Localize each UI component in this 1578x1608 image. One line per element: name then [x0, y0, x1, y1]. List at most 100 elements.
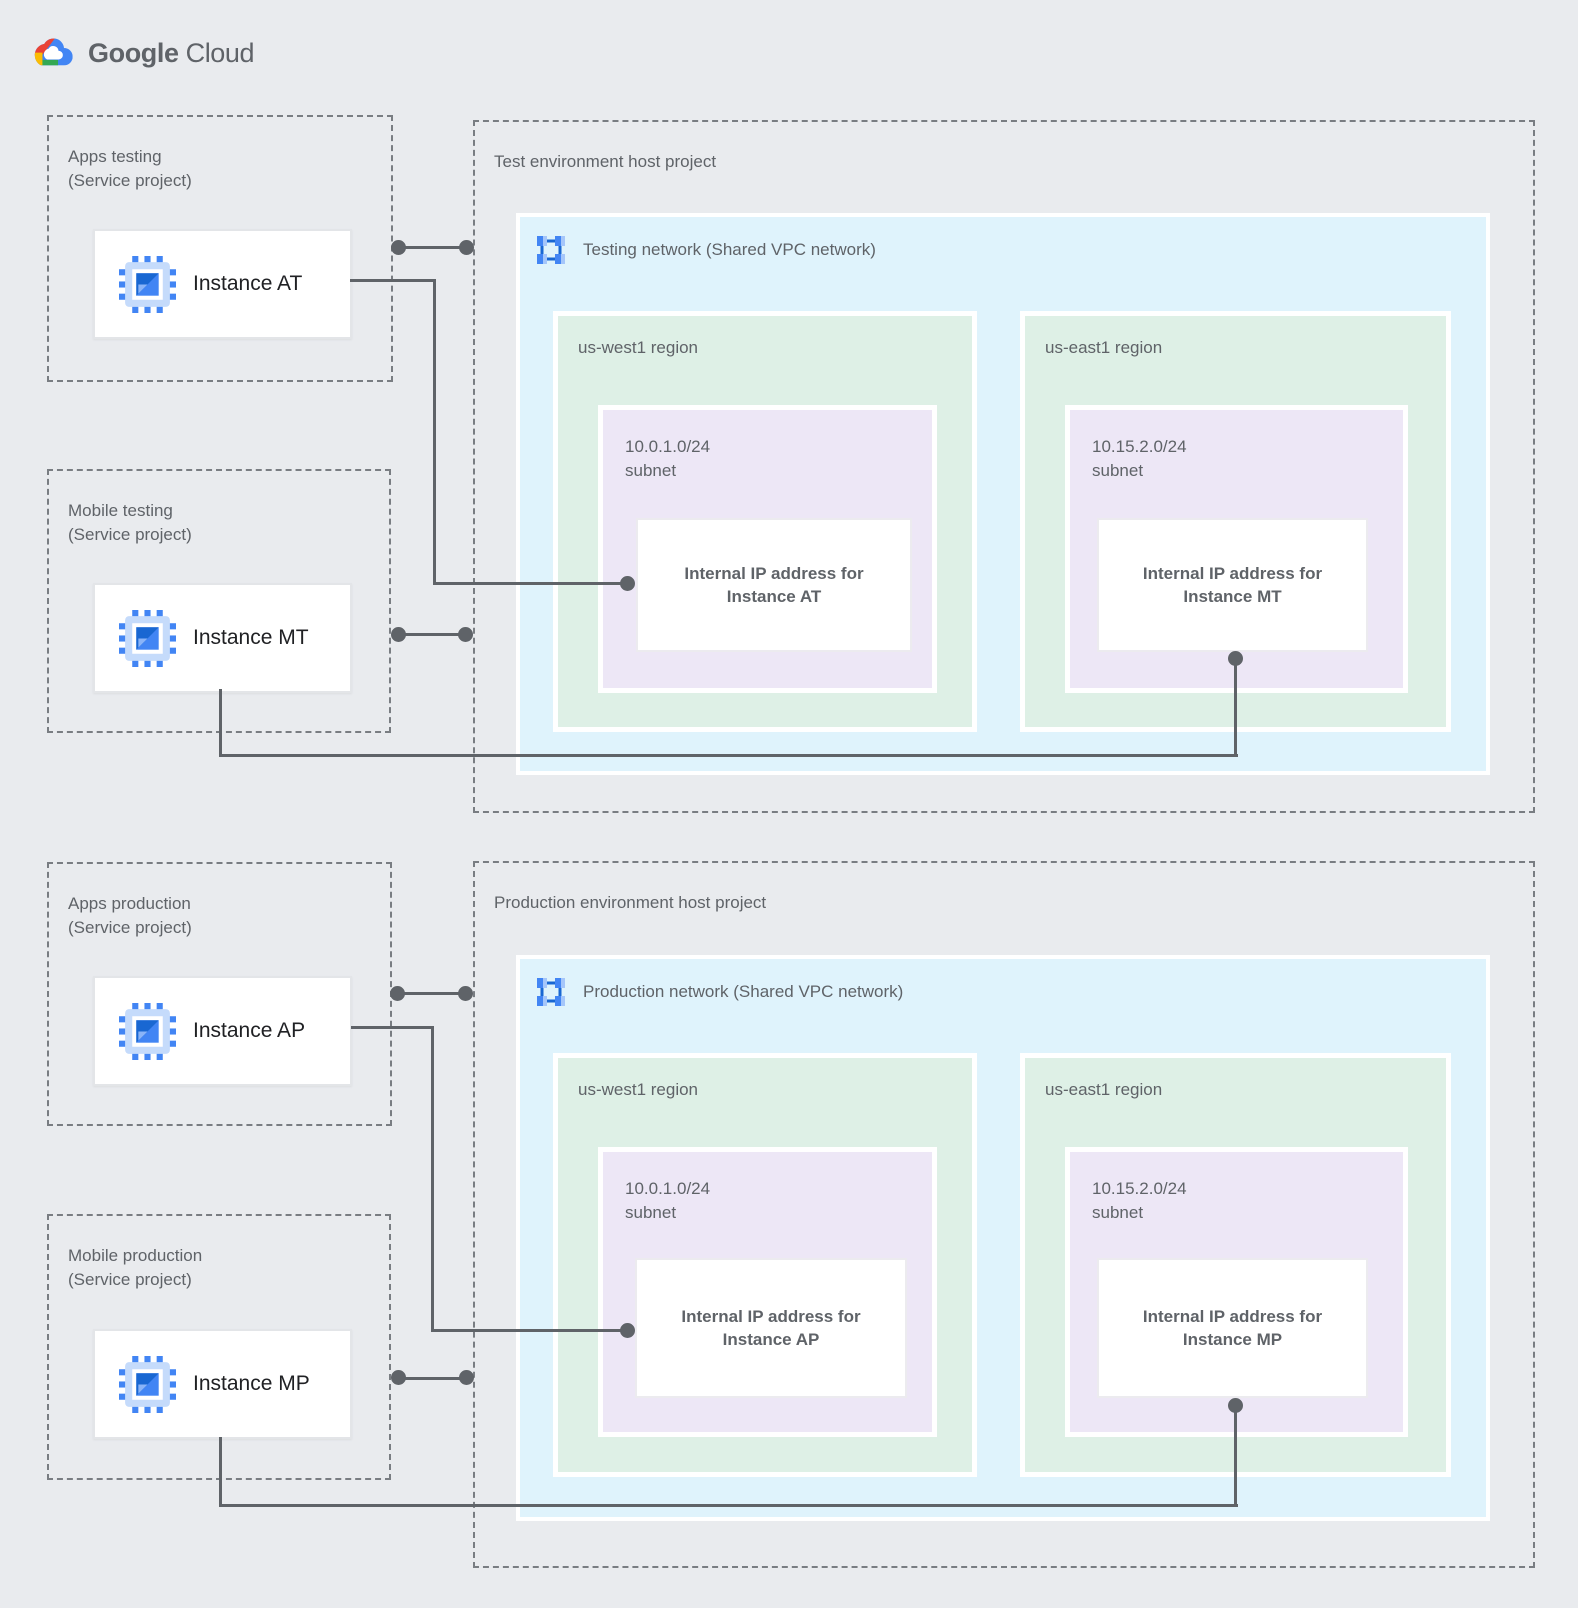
logo-word-google: Google	[88, 38, 179, 68]
connector-dot	[391, 627, 406, 642]
project-subtitle: (Service project)	[68, 918, 192, 937]
ip-card-line1: Internal IP address for	[1142, 1307, 1323, 1326]
service-project-box-mobile-testing: Mobile testing (Service project) Instanc…	[47, 469, 391, 733]
google-cloud-logo-icon	[34, 38, 73, 66]
network-title: Production network (Shared VPC network)	[583, 982, 904, 1001]
region-label: us-east1 region	[1045, 338, 1163, 357]
compute-engine-icon	[119, 609, 176, 667]
internal-ip-card-at: Internal IP address for Instance AT	[636, 518, 912, 652]
ip-card-line1: Internal IP address for	[684, 564, 864, 583]
subnet-word: subnet	[625, 461, 677, 480]
host-project-title: Test environment host project	[494, 152, 717, 171]
project-subtitle: (Service project)	[68, 525, 192, 544]
connector-at-to-ip	[433, 582, 628, 585]
project-subtitle: (Service project)	[68, 171, 192, 190]
region-label: us-west1 region	[578, 1080, 699, 1099]
project-subtitle: (Service project)	[68, 1270, 192, 1289]
connector-link-apps-production	[398, 992, 465, 995]
subnet-label: 10.0.1.0/24 subnet	[625, 435, 710, 483]
instance-card-at: Instance AT	[93, 229, 352, 339]
internal-ip-card-mp: Internal IP address for Instance MP	[1097, 1258, 1368, 1398]
ip-card-line2: Instance AT	[726, 587, 822, 606]
subnet-cidr: 10.15.2.0/24	[1092, 437, 1187, 456]
service-project-box-apps-testing: Apps testing (Service project) Instance …	[47, 115, 393, 382]
service-project-box-apps-production: Apps production (Service project) Instan…	[47, 862, 392, 1126]
instance-card-ap: Instance AP	[93, 976, 352, 1086]
connector-mp-to-ip	[1234, 1406, 1237, 1506]
logo-word-cloud: Cloud	[185, 38, 255, 68]
connector-at-to-ip	[350, 279, 436, 282]
subnet-cidr: 10.0.1.0/24	[625, 437, 711, 456]
project-name: Mobile testing	[68, 501, 173, 520]
subnet-word: subnet	[625, 1203, 677, 1222]
vpc-network-icon	[537, 978, 565, 1006]
compute-engine-icon	[119, 1355, 176, 1413]
subnet-word: subnet	[1092, 1203, 1144, 1222]
service-project-label: Mobile testing (Service project)	[68, 499, 192, 547]
subnet-word: subnet	[1092, 461, 1144, 480]
connector-mp-to-ip	[219, 1504, 1238, 1507]
connector-ap-to-ip	[351, 1026, 434, 1029]
connector-mp-to-ip	[219, 1437, 222, 1507]
subnet-cidr: 10.15.2.0/24	[1092, 1179, 1187, 1198]
subnet-box: 10.0.1.0/24 subnet Internal IP address f…	[598, 405, 937, 693]
instance-label: Instance AT	[193, 272, 303, 295]
region-box-test-us-west1: us-west1 region 10.0.1.0/24 subnet Inter…	[553, 311, 977, 732]
vpc-network-icon	[537, 236, 565, 264]
connector-ap-to-ip	[431, 1329, 628, 1332]
project-name: Mobile production	[68, 1246, 203, 1265]
subnet-label: 10.0.1.0/24 subnet	[625, 1177, 710, 1225]
host-project-box-test: Test environment host project Testing ne…	[473, 120, 1535, 813]
internal-ip-card-mt: Internal IP address for Instance MT	[1097, 518, 1368, 652]
host-project-box-production: Production environment host project Prod…	[473, 861, 1535, 1568]
compute-engine-icon	[119, 1002, 176, 1060]
service-project-label: Apps production (Service project)	[68, 892, 192, 940]
ip-card-line1: Internal IP address for	[681, 1307, 861, 1326]
shared-vpc-network-box-production: Production network (Shared VPC network) …	[516, 955, 1490, 1521]
connector-dot	[390, 986, 405, 1001]
subnet-cidr: 10.0.1.0/24	[625, 1179, 711, 1198]
connector-mt-to-ip	[1234, 659, 1237, 757]
connector-link-mobile-testing	[399, 633, 465, 636]
network-header: Testing network (Shared VPC network)	[534, 233, 876, 267]
project-name: Apps production	[68, 894, 191, 913]
connector-mt-to-ip	[219, 689, 222, 757]
shared-vpc-network-box-testing: Testing network (Shared VPC network) us-…	[516, 213, 1490, 775]
region-label: us-west1 region	[578, 338, 699, 357]
ip-card-line2: Instance MP	[1182, 1330, 1283, 1349]
subnet-box: 10.15.2.0/24 subnet Internal IP address …	[1065, 405, 1408, 693]
region-label: us-east1 region	[1045, 1080, 1163, 1099]
connector-ap-to-ip	[431, 1026, 434, 1332]
connector-link-apps-testing	[399, 246, 466, 249]
connector-dot	[1228, 651, 1243, 666]
instance-label: Instance MP	[193, 1372, 310, 1395]
ip-card-line2: Instance MT	[1183, 587, 1282, 606]
connector-dot	[459, 1370, 474, 1385]
service-project-label: Apps testing (Service project)	[68, 145, 192, 193]
network-title: Testing network (Shared VPC network)	[583, 240, 876, 259]
subnet-label: 10.15.2.0/24 subnet	[1092, 1177, 1187, 1225]
subnet-box: 10.0.1.0/24 subnet Internal IP address f…	[598, 1147, 937, 1437]
instance-label: Instance AP	[193, 1019, 306, 1042]
compute-engine-icon	[119, 255, 176, 313]
internal-ip-card-ap: Internal IP address for Instance AP	[635, 1258, 907, 1398]
connector-dot	[620, 576, 635, 591]
subnet-box: 10.15.2.0/24 subnet Internal IP address …	[1065, 1147, 1408, 1437]
ip-card-line2: Instance AP	[722, 1330, 820, 1349]
subnet-label: 10.15.2.0/24 subnet	[1092, 435, 1187, 483]
service-project-label: Mobile production (Service project)	[68, 1244, 202, 1292]
region-box-prod-us-west1: us-west1 region 10.0.1.0/24 subnet Inter…	[553, 1053, 977, 1477]
connector-dot	[1228, 1398, 1243, 1413]
network-header: Production network (Shared VPC network)	[534, 975, 903, 1009]
connector-dot	[391, 240, 406, 255]
project-name: Apps testing	[68, 147, 162, 166]
connector-dot	[458, 627, 473, 642]
connector-dot	[391, 1370, 406, 1385]
host-project-title: Production environment host project	[494, 893, 767, 912]
connector-at-to-ip	[433, 279, 436, 585]
instance-card-mp: Instance MP	[93, 1329, 352, 1439]
connector-dot	[459, 240, 474, 255]
